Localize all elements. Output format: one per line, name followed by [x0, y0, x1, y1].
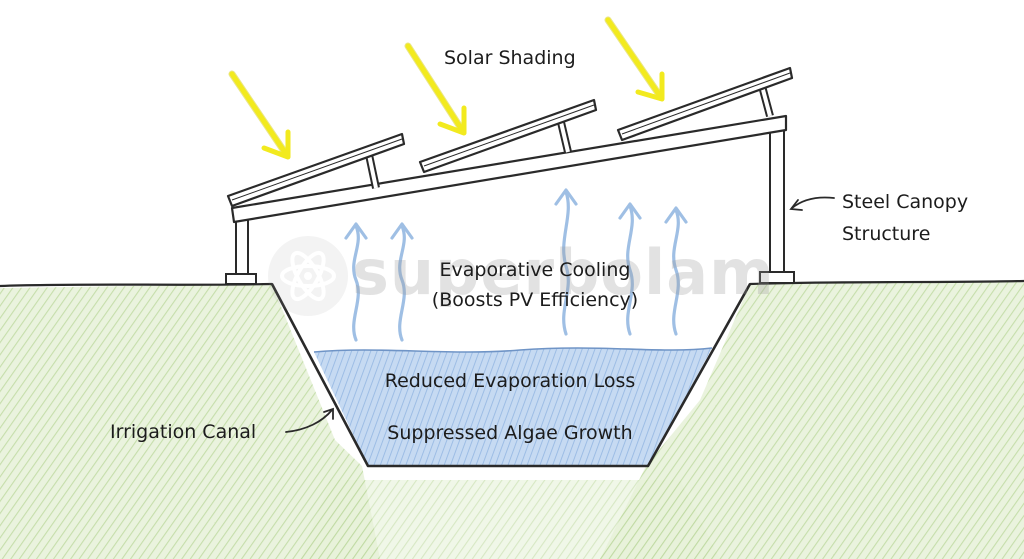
- label-suppressed-algae-growth: Suppressed Algae Growth: [387, 422, 633, 444]
- label-evaporative-cooling: Evaporative Cooling (Boosts PV Efficienc…: [431, 259, 639, 311]
- vapor-arrow-2: [390, 222, 414, 342]
- solar-panel-2: [418, 98, 598, 174]
- vapor-arrows: [344, 188, 688, 342]
- sun-ray-1: [228, 70, 291, 160]
- vapor-arrow-1: [344, 222, 368, 342]
- canopy-beam: [230, 114, 788, 224]
- watermark-text: superbolam: [352, 236, 775, 309]
- label-steel-canopy-structure: Steel Canopy Structure: [842, 191, 969, 245]
- water-surface: [313, 347, 713, 353]
- irrigation-canal-leader: [285, 407, 334, 433]
- vapor-arrow-4: [618, 202, 642, 336]
- solar-panel-1: [226, 132, 406, 208]
- label-reduced-evaporation-loss: Reduced Evaporation Loss: [384, 370, 636, 392]
- label-irrigation-canal: Irrigation Canal: [110, 421, 257, 443]
- sun-ray-arrows: [228, 16, 665, 160]
- grass-left: [0, 284, 380, 559]
- watermark-atom-icon: [268, 236, 348, 316]
- solar-panel-3: [616, 66, 794, 142]
- vapor-arrow-5: [664, 206, 688, 336]
- label-solar-shading: Solar Shading: [444, 47, 576, 69]
- steel-canopy-leader: [789, 196, 835, 211]
- grass-right: [600, 282, 1024, 559]
- grass-bottom: [300, 480, 720, 559]
- sun-ray-3: [604, 16, 665, 102]
- vapor-arrow-3: [554, 188, 578, 336]
- canal-water: [314, 348, 712, 466]
- canal-outline: [270, 283, 752, 468]
- sun-ray-2: [404, 42, 467, 136]
- left-support-post: [225, 219, 257, 285]
